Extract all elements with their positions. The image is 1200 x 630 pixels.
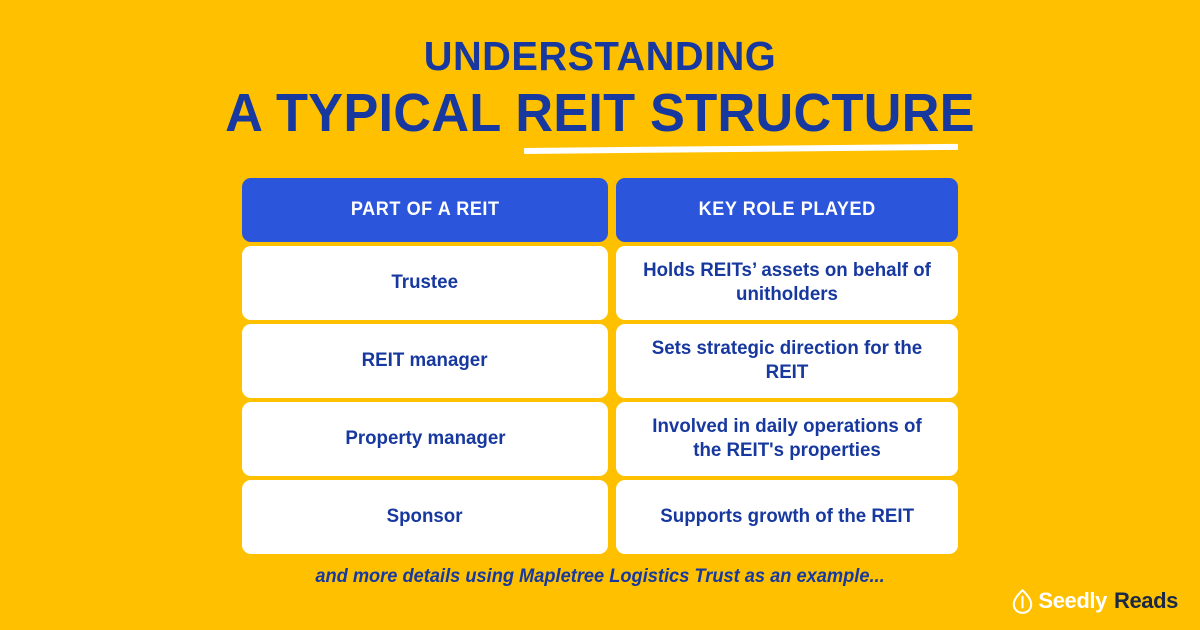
table-cell-role: Sets strategic direction for the REIT (616, 324, 958, 398)
seedly-reads-logo: Seedly Reads (1012, 586, 1178, 616)
table-header-cell-role: KEY ROLE PLAYED (616, 178, 958, 242)
table-row: REIT manager Sets strategic direction fo… (242, 324, 958, 398)
title-underline-decoration (523, 143, 959, 154)
table-cell-role: Supports growth of the REIT (616, 480, 958, 554)
table-cell-part: REIT manager (242, 324, 608, 398)
table-cell-part-text: REIT manager (362, 349, 488, 372)
table-cell-part: Trustee (242, 246, 608, 320)
footer-caption: and more details using Mapletree Logisti… (315, 566, 885, 587)
seedly-leaf-icon (1012, 588, 1033, 614)
table-cell-part-text: Trustee (391, 271, 459, 294)
table-cell-part: Sponsor (242, 480, 608, 554)
table-header-row: PART OF A REIT KEY ROLE PLAYED (242, 178, 958, 242)
table-cell-part-text: Sponsor (387, 505, 463, 528)
logo-word-seedly: Seedly (1038, 588, 1107, 613)
page-title: UNDERSTANDING A TYPICAL REIT STRUCTURE (0, 33, 1200, 144)
table-cell-role-text: Involved in daily operations of the REIT… (652, 415, 922, 461)
table-row: Trustee Holds REITs’ assets on behalf of… (242, 246, 958, 320)
reit-structure-table: PART OF A REIT KEY ROLE PLAYED Trustee H… (242, 178, 958, 554)
table-cell-role-text: Sets strategic direction for the REIT (651, 337, 923, 383)
table-header-cell-part: PART OF A REIT (242, 178, 608, 242)
table-header-label-part: PART OF A REIT (350, 199, 500, 220)
table-cell-role: Involved in daily operations of the REIT… (616, 402, 958, 476)
table-cell-role-text: Supports growth of the REIT (660, 505, 914, 528)
table-header-label-role: KEY ROLE PLAYED (698, 199, 876, 220)
table-cell-role: Holds REITs’ assets on behalf of unithol… (616, 246, 958, 320)
table-cell-part: Property manager (242, 402, 608, 476)
title-line-2: A TYPICAL REIT STRUCTURE (225, 83, 975, 143)
table-row: Sponsor Supports growth of the REIT (242, 480, 958, 554)
table-row: Property manager Involved in daily opera… (242, 402, 958, 476)
table-cell-role-text: Holds REITs’ assets on behalf of unithol… (643, 259, 931, 305)
logo-word-reads: Reads (1113, 588, 1178, 613)
title-line-1: UNDERSTANDING (423, 33, 777, 79)
table-cell-part-text: Property manager (344, 427, 506, 450)
